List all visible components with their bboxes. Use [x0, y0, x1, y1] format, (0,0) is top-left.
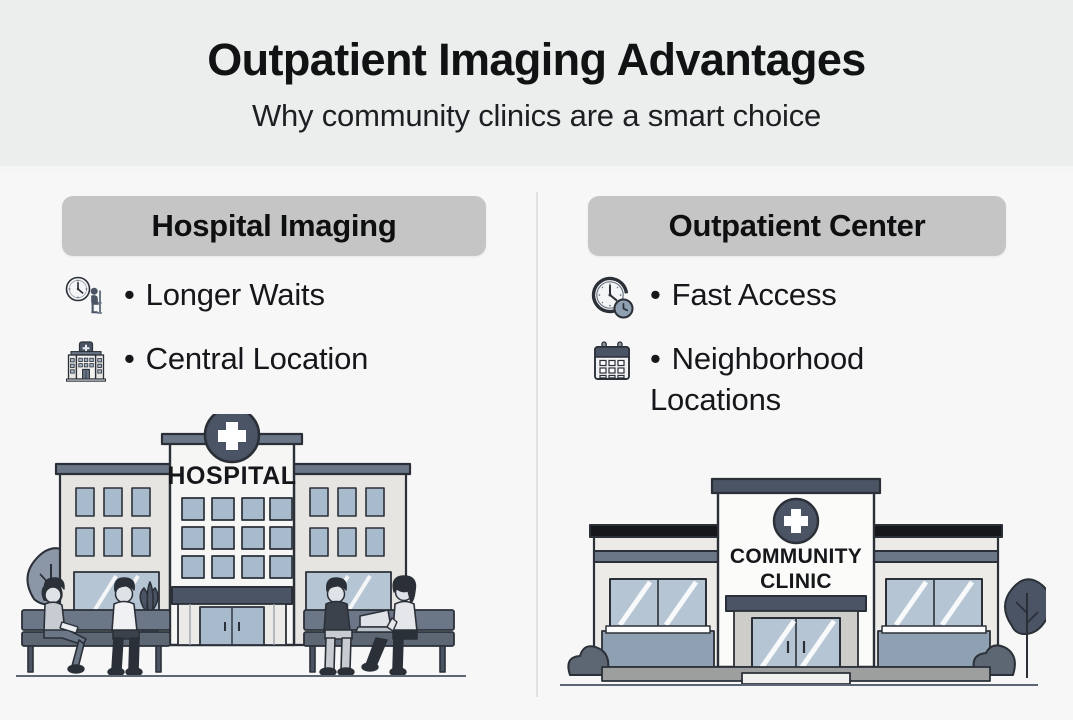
poster-header: Outpatient Imaging Advantages Why commun…: [0, 0, 1073, 170]
bullet-label: Central Location: [124, 336, 369, 379]
clock-waiting-person-icon: [62, 274, 110, 322]
column-divider: [536, 192, 538, 697]
bench-group-right: [303, 575, 455, 677]
column-hospital: Hospital Imaging: [0, 170, 536, 720]
calendar-icon: [588, 338, 636, 386]
column-heading-hospital: Hospital Imaging: [62, 196, 486, 256]
column-heading-outpatient: Outpatient Center: [588, 196, 1006, 256]
clinic-sign-line2: CLINIC: [760, 570, 832, 593]
bullet-item: Fast Access: [588, 272, 1072, 324]
bullet-item: Longer Waits: [62, 272, 536, 324]
bullet-list-hospital: Longer Waits: [0, 272, 536, 400]
bullet-item: Central Location: [62, 336, 536, 388]
tree: [1004, 578, 1046, 678]
bush-left: [567, 645, 610, 676]
fast-clock-icon: [588, 274, 636, 322]
clinic-sign-line1: COMMUNITY: [730, 545, 862, 568]
column-heading-hospital-label: Hospital Imaging: [151, 208, 397, 243]
bench-group-left: [21, 577, 171, 677]
bullet-label: Neighborhood Locations: [650, 336, 980, 420]
column-outpatient: Outpatient Center: [536, 170, 1072, 720]
page-subtitle: Why community clinics are a smart choice: [251, 97, 822, 133]
column-heading-outpatient-label: Outpatient Center: [668, 208, 926, 243]
bullet-label: Fast Access: [650, 272, 837, 315]
bullet-label: Longer Waits: [124, 272, 325, 315]
hospital-building-illustration: HOSPITAL: [4, 414, 474, 704]
hospital-sign-text: HOSPITAL: [167, 462, 296, 490]
page-title: Outpatient Imaging Advantages: [207, 34, 866, 86]
comparison-columns: Hospital Imaging: [0, 170, 1073, 720]
bullet-item: Neighborhood Locations: [588, 336, 1072, 420]
community-clinic-illustration: COMMUNITY CLINIC: [546, 463, 1046, 698]
bullet-list-outpatient: Fast Access: [536, 272, 1072, 432]
hospital-building-icon: [62, 338, 110, 386]
